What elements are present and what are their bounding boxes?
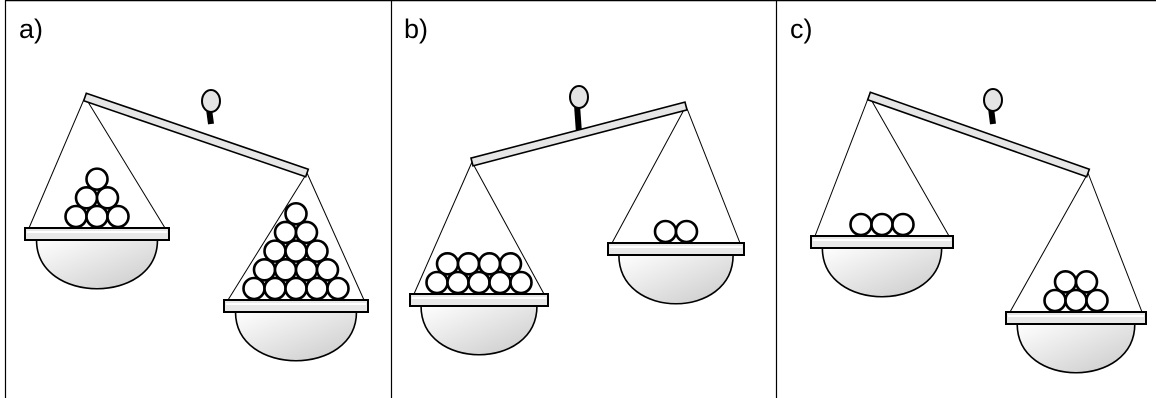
scale-c-left-pan-ball [891, 212, 915, 237]
scale-b-left-pan-bowl [420, 305, 538, 356]
scale-a-right-pan-ball [305, 276, 329, 301]
scale-c-right-pan [1005, 172, 1147, 374]
scale-b-left-pan [409, 161, 549, 356]
scale-c-right-pan-ball [1043, 288, 1067, 313]
scale-c-left-pan [810, 95, 954, 298]
scale-a-right-pan-string-left [227, 172, 308, 301]
scale-c-left-pan-bowl [821, 247, 943, 298]
scale-a-right-pan-ball [294, 220, 319, 245]
scale-a-left-pan [24, 96, 170, 290]
scale-a-right-pan-ball [284, 201, 308, 226]
table-frame [4, 0, 1156, 398]
scale-a-right-pan-string-right [306, 172, 365, 301]
panel-b-label: b) [404, 14, 428, 44]
scale-b-left-pan-ball [425, 270, 449, 295]
scale-c-beam [866, 91, 1091, 178]
scale-a-left-pan-ball [85, 204, 109, 229]
scale-a [24, 89, 369, 362]
scale-b-beam [470, 101, 688, 167]
scale-b-right-pan-ball [653, 219, 678, 244]
scale-b-knob [569, 85, 589, 109]
scale-a-left-pan-ball [106, 204, 130, 229]
scale-a-right-pan-ball [326, 276, 350, 301]
scale-a-left-pan-string-right [84, 96, 166, 229]
scale-c-knob [983, 88, 1003, 112]
scale-b-left-pan-ball [467, 270, 491, 295]
scale-a-left-pan-string-left [28, 96, 86, 229]
scale-a-left-pan-rim [24, 227, 170, 241]
scale-b-right-pan-bowl [618, 254, 734, 305]
scale-a-left-pan-ball [64, 204, 88, 229]
scale-b [409, 85, 745, 356]
scale-c-left-pan-rim [810, 235, 954, 249]
scale-c-right-pan-string-right [1087, 172, 1143, 313]
scale-b-right-pan [607, 105, 745, 305]
scale-a-left-pan-ball [85, 167, 109, 191]
scale-a-right-pan-ball [305, 239, 329, 263]
scale-b-left-pan-ball [446, 270, 470, 295]
scale-a-right-pan-ball [242, 276, 266, 301]
scale-b-left-pan-string-left [413, 161, 473, 295]
scale-b-right-pan-string-right [685, 105, 741, 244]
scales-layer [24, 85, 1147, 374]
scale-c-right-pan-rim [1005, 311, 1147, 325]
scale-b-left-pan-ball [498, 252, 523, 276]
scale-b-right-pan-rim [607, 242, 745, 256]
scale-c [810, 88, 1147, 374]
scale-c-left-pan-ball [870, 212, 894, 237]
scale-a-left-pan-bowl [35, 239, 159, 290]
scale-a-right-pan [223, 172, 369, 362]
scale-b-right-pan-string-left [611, 105, 687, 244]
scale-c-left-pan-string-right [868, 95, 950, 237]
scale-b-post [574, 104, 582, 134]
scale-a-right-pan-ball [263, 276, 287, 301]
scale-b-left-pan-string-right [471, 161, 545, 295]
scale-a-right-pan-rim [223, 299, 369, 313]
scale-c-right-pan-string-left [1009, 172, 1089, 313]
scale-c-right-pan-bowl [1016, 323, 1136, 374]
scale-b-right-pan-ball [674, 219, 699, 244]
panel-a-label: a) [19, 14, 43, 44]
scale-b-left-pan-ball [488, 270, 512, 295]
scale-b-left-pan-ball [509, 270, 533, 295]
panel-c-label: c) [790, 14, 813, 44]
scale-a-knob [201, 89, 221, 113]
scale-a-right-pan-ball [315, 258, 340, 282]
scale-a-left-pan-ball [95, 186, 120, 210]
scale-c-right-pan-ball [1064, 288, 1088, 313]
scale-a-beam [82, 92, 310, 178]
scale-b-left-pan-rim [409, 293, 549, 307]
scale-c-right-pan-ball [1074, 270, 1099, 294]
scale-c-right-pan-ball [1085, 288, 1109, 313]
scale-c-left-pan-string-left [814, 95, 870, 237]
scale-a-right-pan-bowl [234, 311, 358, 362]
scale-c-left-pan-ball [849, 212, 873, 237]
scale-a-right-pan-ball [284, 276, 308, 301]
